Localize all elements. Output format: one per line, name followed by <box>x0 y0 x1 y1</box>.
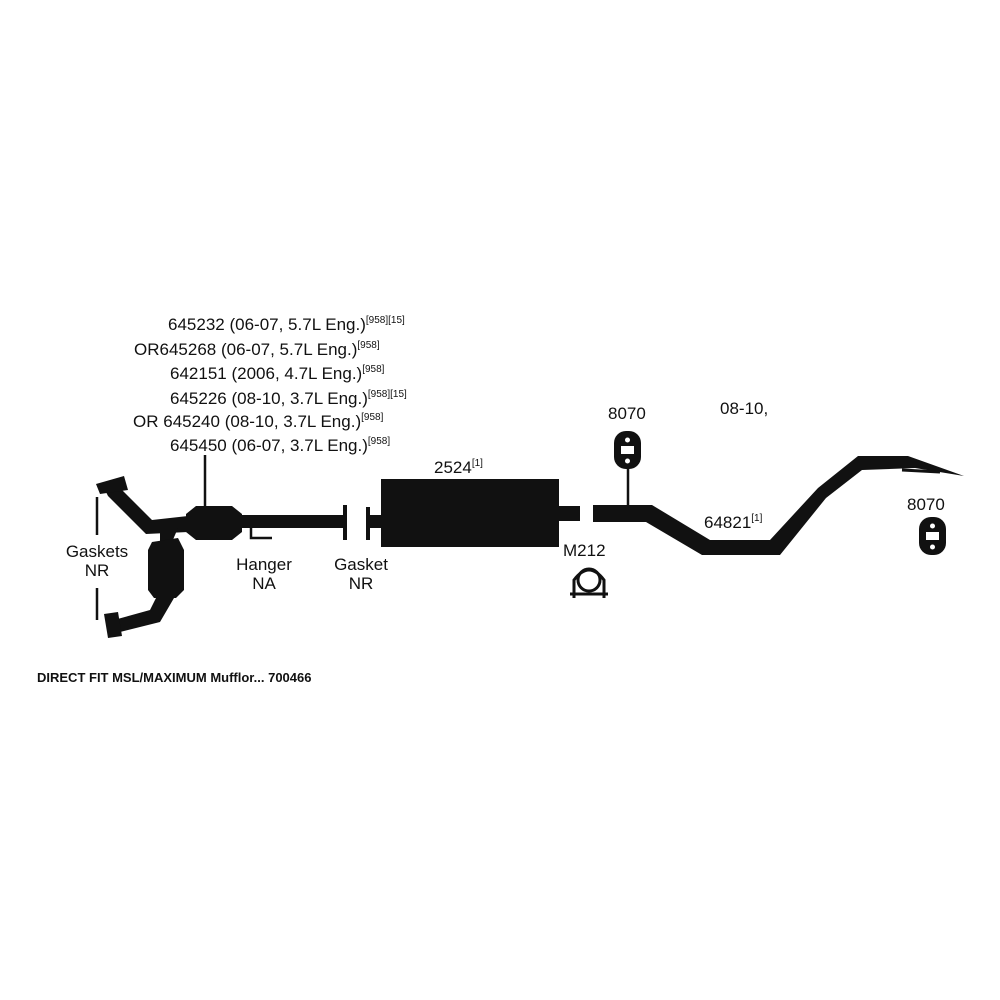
hanger-rear-icon <box>919 517 946 555</box>
intermediate-pipe <box>240 515 344 528</box>
option-row: 642151 (2006, 4.7L Eng.)[958] <box>170 364 385 383</box>
secondary-converter <box>148 538 184 598</box>
option-row: 645450 (06-07, 3.7L Eng.)[958] <box>170 436 391 455</box>
clamp-icon <box>570 567 608 598</box>
lower-pipe <box>114 598 174 632</box>
hanger-bracket <box>249 527 272 540</box>
tailpipe-label: 64821[1] <box>704 513 763 532</box>
manifold-pipe-upper <box>104 484 188 534</box>
muffler-outlet <box>558 506 580 521</box>
option-row: OR645268 (06-07, 5.7L Eng.)[958] <box>134 340 380 359</box>
hanger-rear-label: 8070 <box>907 495 945 514</box>
hanger-front-icon <box>614 431 641 469</box>
option-row: 645226 (08-10, 3.7L Eng.)[958][15] <box>170 389 407 408</box>
muffler <box>381 479 559 547</box>
flange-rear <box>366 507 370 540</box>
main-converter <box>186 506 242 540</box>
tailpipe <box>593 456 964 555</box>
y-pipe-lower <box>160 528 178 542</box>
hanger-front-label: 8070 <box>608 404 646 423</box>
option-row: 645232 (06-07, 5.7L Eng.)[958][15] <box>168 315 405 334</box>
muffler-label: 2524[1] <box>434 458 483 477</box>
manifold-flange-lower <box>104 612 122 638</box>
footer-caption: DIRECT FIT MSL/MAXIMUM Mufflor... 700466 <box>37 670 312 685</box>
option-row: OR 645240 (08-10, 3.7L Eng.)[958] <box>133 412 384 431</box>
flange-front <box>343 505 347 540</box>
clamp-label: M212 <box>563 541 606 560</box>
manifold-flange-upper <box>96 476 128 494</box>
tailpipe-years: 08-10, <box>720 399 769 418</box>
